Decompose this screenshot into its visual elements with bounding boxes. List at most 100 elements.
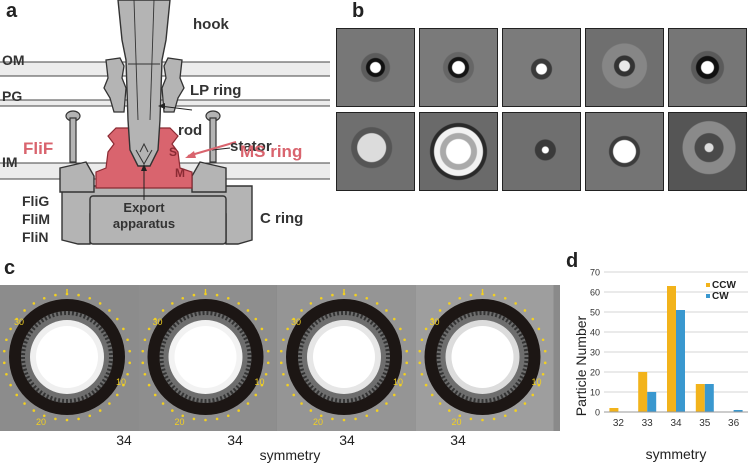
- symmetry-marker: [77, 418, 80, 421]
- symmetry-marker: [162, 309, 165, 312]
- em-class-grid: [336, 28, 748, 206]
- symmetry-marker: [267, 350, 270, 353]
- em-class-image: [585, 28, 664, 107]
- symmetry-marker: [504, 414, 507, 417]
- symmetry-ring-label: 30: [291, 317, 301, 327]
- symmetry-marker: [431, 394, 434, 397]
- label-ms-ring: MS ring: [240, 142, 302, 162]
- symmetry-marker: [458, 297, 461, 300]
- symmetry-marker: [393, 394, 396, 397]
- label-im: IM: [2, 154, 18, 170]
- symmetry-ring-label: 10: [531, 377, 541, 387]
- symmetry-marker: [254, 394, 257, 397]
- symmetry-marker: [376, 302, 379, 305]
- symmetry-marker: [320, 297, 323, 300]
- symmetry-axis-label: symmetry: [230, 447, 350, 463]
- symmetry-marker: [54, 294, 57, 297]
- symmetry-marker: [116, 318, 119, 321]
- symmetry-marker: [148, 328, 151, 331]
- symmetry-marker: [126, 373, 129, 376]
- label-s: S: [169, 145, 177, 159]
- chart-x-tick-label: 35: [699, 418, 711, 429]
- symmetry-marker: [425, 328, 428, 331]
- symmetry-marker: [448, 409, 451, 412]
- symmetry-marker: [128, 350, 131, 353]
- symmetry-marker: [15, 394, 18, 397]
- stator-left: [60, 111, 94, 192]
- symmetry-marker: [385, 309, 388, 312]
- label-lp-ring: LP ring: [190, 82, 241, 99]
- chart-y-tick-label: 70: [590, 268, 600, 278]
- chart-y-tick-label: 60: [590, 288, 600, 298]
- symmetry-marker: [88, 297, 91, 300]
- chart-legend-swatch: [706, 283, 710, 287]
- symmetry-marker: [3, 362, 6, 365]
- symmetry-maps: 301020301020301020301020: [0, 285, 560, 431]
- symmetry-marker: [23, 309, 26, 312]
- chart-x-tick-label: 34: [670, 418, 682, 429]
- symmetry-marker: [227, 297, 230, 300]
- symmetry-marker: [171, 409, 174, 412]
- symmetry-marker: [237, 409, 240, 412]
- symmetry-marker: [280, 350, 283, 353]
- symmetry-marker: [365, 414, 368, 417]
- symmetry-marker: [148, 384, 151, 387]
- chart-bar-ccw: [638, 372, 647, 412]
- symmetry-marker: [108, 309, 111, 312]
- symmetry-marker: [425, 384, 428, 387]
- symmetry-marker: [421, 373, 424, 376]
- symmetry-marker: [418, 362, 421, 365]
- em-class-image: [502, 28, 581, 107]
- symmetry-marker: [544, 350, 547, 353]
- label-rod: rod: [178, 122, 202, 139]
- symmetry-marker: [292, 394, 295, 397]
- symmetry-marker: [544, 362, 547, 365]
- symmetry-marker: [403, 373, 406, 376]
- em-class-image: [502, 112, 581, 191]
- chart-bar-ccw: [696, 384, 705, 412]
- label-flig: FliG: [22, 193, 49, 209]
- symmetry-marker: [204, 419, 207, 422]
- label-flif: FliF: [23, 139, 53, 159]
- symmetry-marker: [405, 362, 408, 365]
- chart-y-tick-label: 10: [590, 388, 600, 398]
- symmetry-marker: [399, 328, 402, 331]
- symmetry-marker: [470, 418, 473, 421]
- em-class-image: [585, 112, 664, 191]
- symmetry-marker: [343, 419, 346, 422]
- symmetry-marker: [171, 302, 174, 305]
- chart-bar-cw: [676, 310, 685, 412]
- symmetry-ring-label: 30: [152, 317, 162, 327]
- symmetry-marker: [310, 409, 313, 412]
- em-class-image: [668, 28, 747, 107]
- symmetry-ring-label: 20: [451, 417, 461, 427]
- symmetry-marker: [216, 418, 219, 421]
- symmetry-marker: [144, 373, 147, 376]
- label-c-ring: C ring: [260, 210, 303, 227]
- symmetry-marker: [9, 328, 12, 331]
- symmetry-marker: [23, 402, 26, 405]
- symmetry-marker: [542, 338, 545, 341]
- symmetry-marker: [141, 350, 144, 353]
- symmetry-marker: [162, 402, 165, 405]
- chart-bars: [609, 286, 742, 412]
- symmetry-marker: [99, 409, 102, 412]
- symmetry-ring-label: 20: [36, 417, 46, 427]
- symmetry-marker: [99, 302, 102, 305]
- symmetry-marker: [470, 294, 473, 297]
- symmetry-marker: [88, 414, 91, 417]
- symmetry-marker: [300, 402, 303, 405]
- symmetry-marker: [531, 394, 534, 397]
- symmetry-marker: [33, 409, 36, 412]
- chart-y-tick-label: 40: [590, 328, 600, 338]
- symmetry-ring-label: 30: [14, 317, 24, 327]
- symmetry-ring-label: 30: [429, 317, 439, 327]
- symmetry-ring-label: 10: [393, 377, 403, 387]
- symmetry-marker: [418, 350, 421, 353]
- symmetry-marker: [247, 309, 250, 312]
- symmetry-marker: [66, 419, 69, 422]
- symmetry-caption-4: 34: [444, 432, 472, 448]
